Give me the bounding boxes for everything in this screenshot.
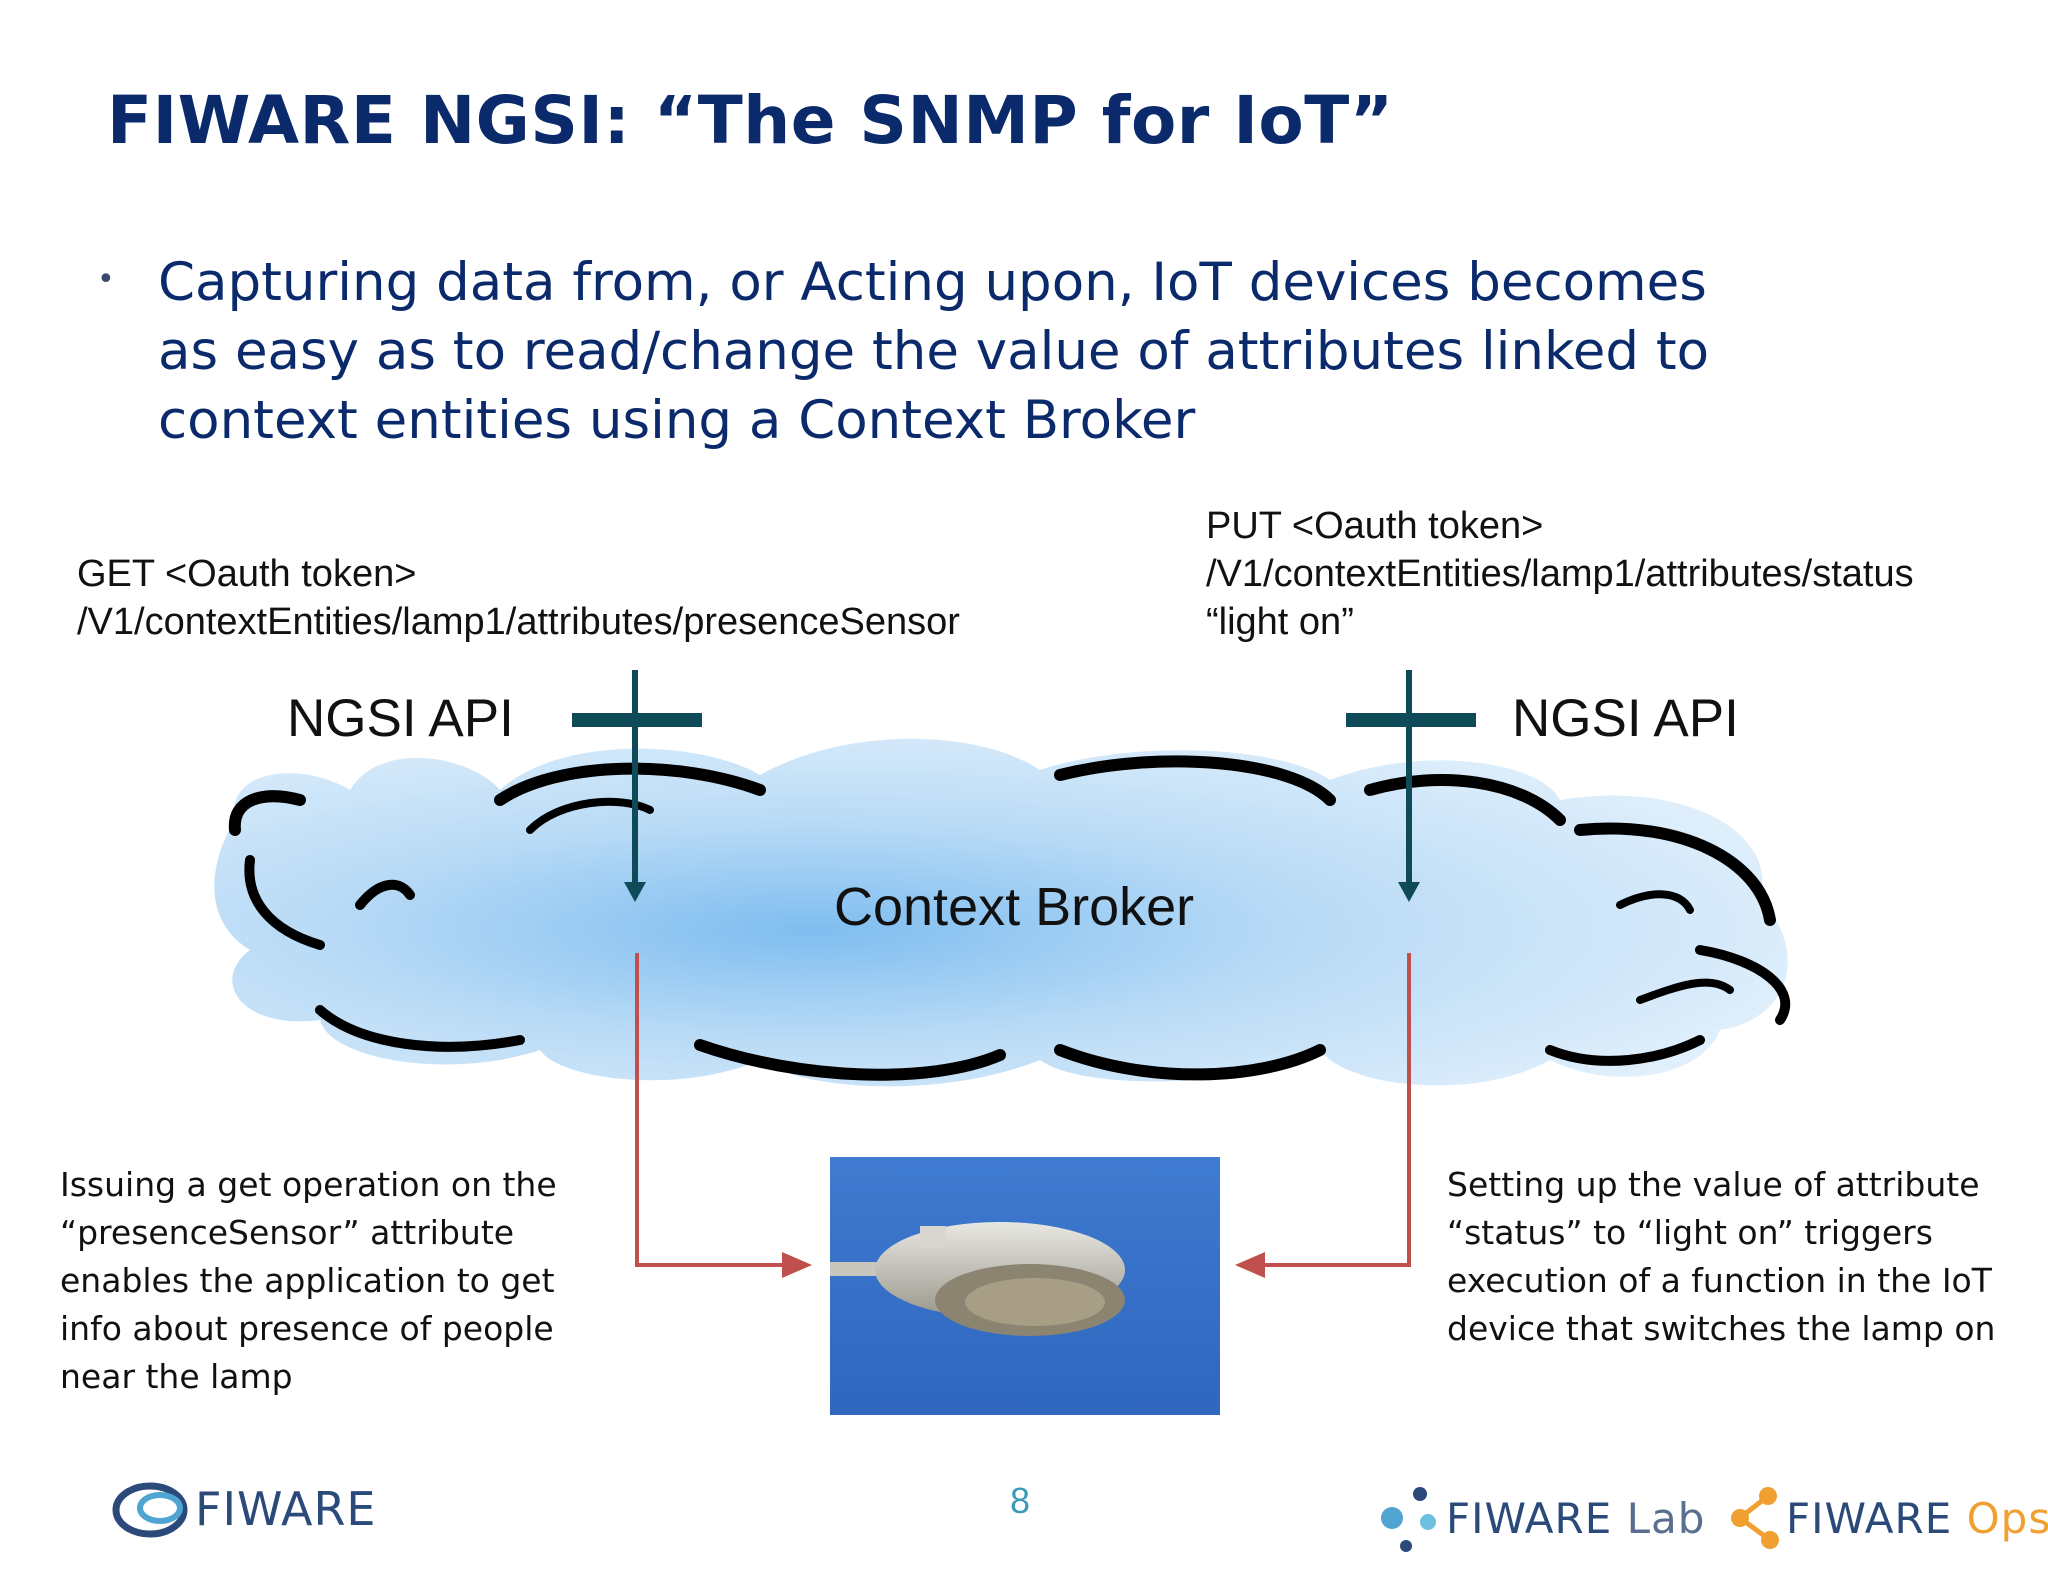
slide-title: FIWARE NGSI: “The SNMP for IoT” <box>107 82 1394 159</box>
note-line: Setting up the value of attribute <box>1447 1165 1980 1204</box>
fiware-ops-brand: FIWARE <box>1786 1494 1953 1543</box>
bullet-line: as easy as to read/change the value of a… <box>158 321 1710 382</box>
note-line: “status” to “light on” triggers <box>1447 1213 1933 1252</box>
get-request-label: GET <Oauth token> /V1/contextEntities/la… <box>77 550 960 646</box>
context-broker-label: Context Broker <box>834 877 1195 937</box>
fiware-ops-suffix: Ops <box>1966 1494 2048 1543</box>
note-line: info about presence of people <box>60 1309 554 1348</box>
left-lamp-arrow <box>635 953 812 1278</box>
note-line: device that switches the lamp on <box>1447 1309 1996 1348</box>
bullet-line: Capturing data from, or Acting upon, IoT… <box>158 252 1707 313</box>
fiware-logo: FIWARE <box>195 1482 377 1536</box>
page-number: 8 <box>1010 1480 1031 1521</box>
context-broker-cloud <box>214 738 1791 1087</box>
fiware-lab-logo: FIWARE Lab <box>1446 1494 1705 1543</box>
right-lamp-arrow <box>1235 953 1411 1278</box>
right-explanation: Setting up the value of attribute “statu… <box>1447 1161 1995 1353</box>
put-request-value: “light on” <box>1206 601 1354 643</box>
put-request-label: PUT <Oauth token> /V1/contextEntities/la… <box>1206 502 1914 646</box>
bullet-line: context entities using a Context Broker <box>158 390 1196 451</box>
get-request-path: /V1/contextEntities/lamp1/attributes/pre… <box>77 601 960 643</box>
street-lamp-image <box>830 1157 1220 1415</box>
get-request-line: GET <Oauth token> <box>77 553 417 595</box>
fiware-ops-nodes-icon <box>1731 1487 1779 1549</box>
right-api-interface <box>1346 670 1476 902</box>
fiware-ops-logo: FIWARE Ops <box>1786 1494 2048 1543</box>
bullet-text: Capturing data from, or Acting upon, IoT… <box>158 248 1938 455</box>
note-line: execution of a function in the IoT <box>1447 1261 1992 1300</box>
fiware-lab-suffix: Lab <box>1626 1494 1706 1543</box>
note-line: Issuing a get operation on the <box>60 1165 557 1204</box>
note-line: near the lamp <box>60 1357 293 1396</box>
ngsi-api-left-label: NGSI API <box>287 689 514 748</box>
note-line: “presenceSensor” attribute <box>60 1213 515 1252</box>
left-explanation: Issuing a get operation on the “presence… <box>60 1161 557 1401</box>
put-request-line: PUT <Oauth token> <box>1206 505 1544 547</box>
fiware-lab-dots-icon <box>1381 1487 1436 1552</box>
ngsi-api-right-label: NGSI API <box>1512 689 1739 748</box>
fiware-lab-brand: FIWARE <box>1446 1494 1613 1543</box>
note-line: enables the application to get <box>60 1261 555 1300</box>
bullet-marker: • <box>97 262 115 297</box>
fiware-swirl-icon <box>112 1482 188 1538</box>
left-api-interface <box>572 670 702 902</box>
put-request-path: /V1/contextEntities/lamp1/attributes/sta… <box>1206 553 1914 595</box>
